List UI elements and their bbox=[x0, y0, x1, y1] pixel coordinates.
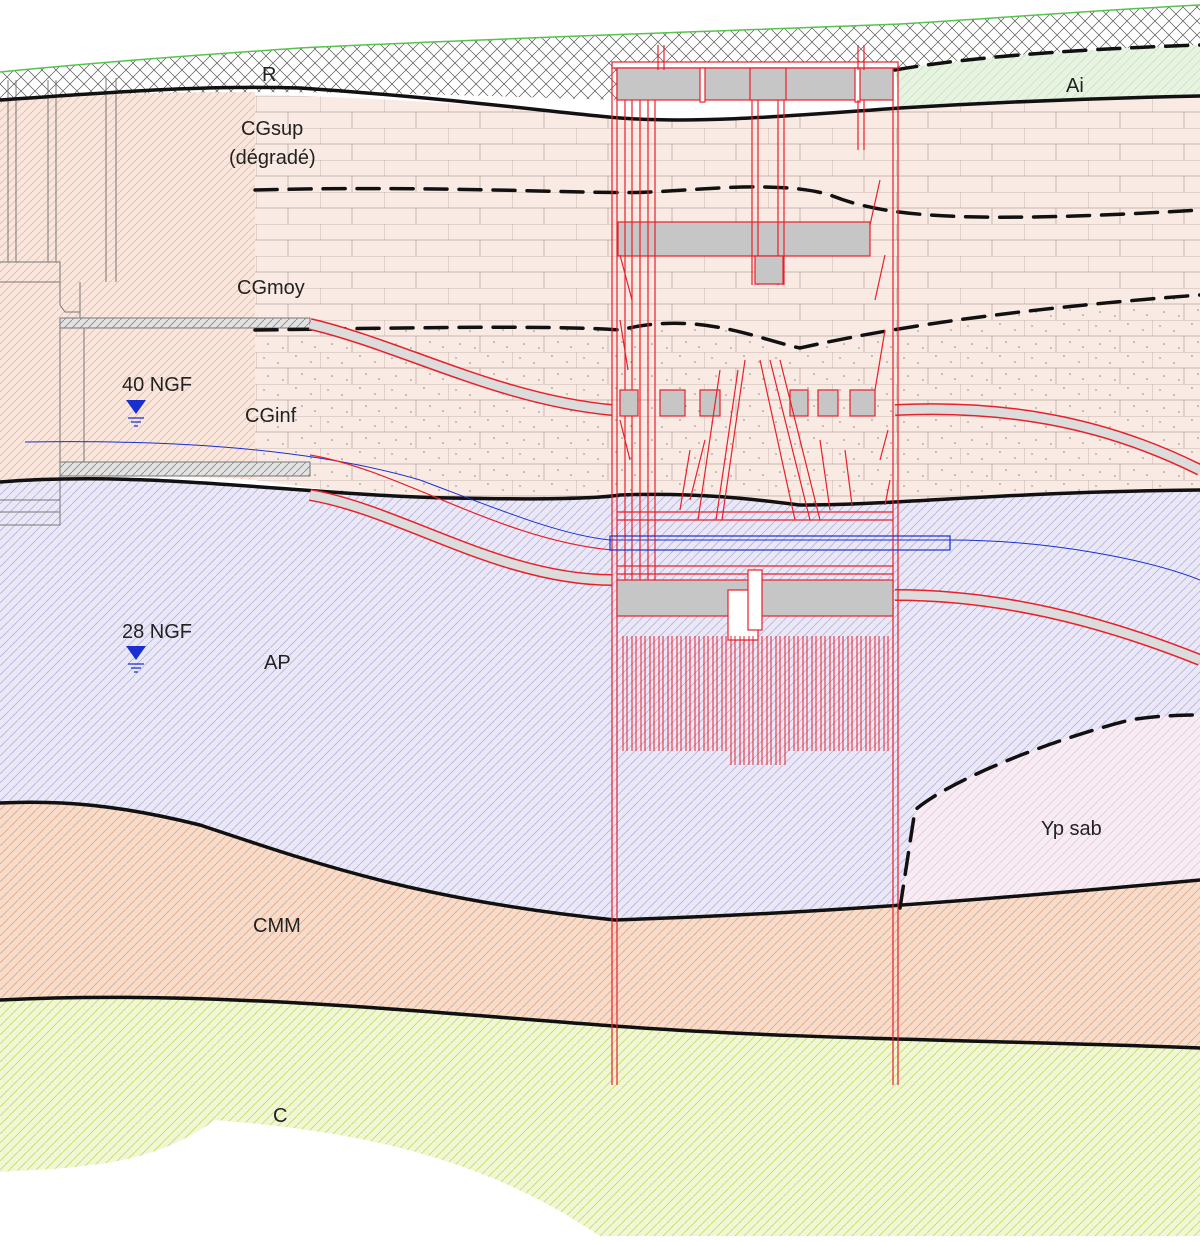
layer-cginf bbox=[255, 295, 1200, 505]
label-cginf: CGinf bbox=[245, 405, 297, 427]
layer-r bbox=[0, 5, 1200, 100]
layer-cgsup bbox=[0, 93, 1200, 218]
layer-c bbox=[0, 997, 1200, 1236]
label-c: C bbox=[273, 1105, 287, 1127]
water-table-line bbox=[24, 441, 1200, 581]
label-ai: Ai bbox=[1066, 75, 1084, 97]
label-ap: AP bbox=[264, 652, 291, 674]
left-structure bbox=[0, 78, 311, 526]
label-yp: Yp sab bbox=[1041, 818, 1102, 840]
water-level-marker-40 bbox=[126, 400, 146, 427]
layer-yp bbox=[900, 715, 1200, 908]
layer-cgmoy bbox=[255, 186, 1200, 348]
label-cgsup-sub: (dégradé) bbox=[229, 147, 316, 169]
water-level-40-label: 40 NGF bbox=[122, 374, 192, 396]
layer-boundaries bbox=[0, 43, 1200, 1050]
water-level-marker-28 bbox=[126, 646, 146, 673]
label-cmm: CMM bbox=[253, 915, 301, 937]
tunnels bbox=[308, 318, 1200, 666]
central-shaft bbox=[609, 45, 951, 1085]
label-cgsup: CGsup bbox=[241, 118, 303, 140]
label-r: R bbox=[262, 64, 276, 86]
water-level-28-label: 28 NGF bbox=[122, 621, 192, 643]
layer-cmm bbox=[0, 802, 1200, 1048]
label-cgmoy: CGmoy bbox=[237, 277, 305, 299]
